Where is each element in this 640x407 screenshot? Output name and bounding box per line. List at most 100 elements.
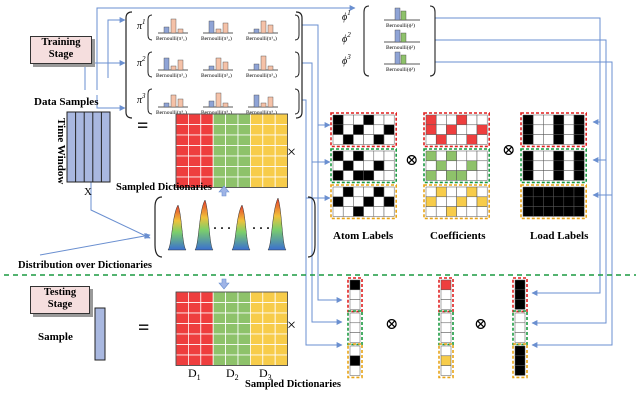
- label-cell: [543, 206, 554, 217]
- dictionary-cell: [212, 134, 226, 146]
- bern-bar: [177, 28, 184, 34]
- label-cell: [573, 186, 585, 198]
- label-cell: [446, 196, 457, 207]
- group-dashed-border: [423, 184, 490, 220]
- dictionary-cell: [175, 302, 189, 314]
- phi-bar: [400, 54, 407, 65]
- label-cell: [476, 186, 488, 198]
- dictionary-cell: [200, 124, 214, 136]
- label-cell: [383, 196, 395, 207]
- label-cell: [543, 134, 554, 145]
- label-cell: [373, 206, 385, 217]
- pi-brace-left: [125, 11, 133, 119]
- pi-row-brace: [294, 14, 300, 41]
- dictionary-cell: [212, 333, 226, 345]
- label-cell: [383, 150, 395, 162]
- dictionary-cell: [237, 323, 251, 335]
- vector-cell: [349, 312, 361, 324]
- vector-cell: [440, 279, 452, 291]
- dictionary-cell: [237, 113, 251, 125]
- dictionary-cell: [249, 176, 264, 188]
- vector-cell: [440, 332, 452, 343]
- training-stage-line2: Stage: [48, 49, 74, 60]
- label-cell: [466, 150, 478, 162]
- vector-cell: [514, 322, 526, 333]
- dictionary-cell: [274, 344, 289, 356]
- times-bottom: ×: [287, 317, 296, 334]
- label-cell: [383, 206, 395, 217]
- label-cell: [456, 134, 468, 145]
- group-dashed-border: [438, 310, 454, 346]
- bern-label: Bernoulli(π²₃): [246, 72, 277, 79]
- label-cell: [373, 150, 385, 162]
- phi-symbol: ϕ1: [342, 9, 351, 23]
- dictionary-cell: [187, 124, 202, 136]
- label-cell: [456, 170, 468, 181]
- label-cell: [573, 134, 585, 145]
- dictionary-cell: [274, 113, 289, 125]
- bern-bar: [260, 20, 267, 34]
- dictionary-cell: [274, 166, 289, 178]
- dictionary-cell: [212, 344, 226, 356]
- dots-label-2: · · ·: [252, 221, 270, 235]
- label-cell: [563, 170, 575, 181]
- dictionary-cell: [200, 155, 214, 167]
- equals-bottom: =: [138, 317, 149, 339]
- dictionary-cell: [212, 291, 226, 303]
- bern-label: Bernoulli(π¹₂): [201, 35, 232, 42]
- label-cell: [573, 150, 585, 162]
- label-cell: [476, 170, 488, 181]
- dictionary-cell: [274, 312, 289, 324]
- label-cell: [425, 150, 437, 162]
- otimes-top-1: ⊗: [405, 152, 418, 169]
- label-cell: [373, 160, 385, 171]
- label-cell: [446, 186, 457, 198]
- pi-symbol: π2: [137, 55, 146, 69]
- bern-bar: [163, 57, 170, 71]
- phi-brace-left: [363, 5, 370, 77]
- bern-bar: [208, 20, 215, 34]
- phi-bar: [400, 10, 407, 21]
- pi-row-brace: [294, 51, 300, 78]
- vector-cell: [440, 322, 452, 333]
- pi-row: π3Bernoulli(π³₁)Bernoulli(π³₂)Bernoulli(…: [137, 88, 300, 116]
- vector-cell: [514, 345, 526, 357]
- pi-symbol: π3: [137, 92, 146, 106]
- label-cell: [435, 124, 447, 135]
- label-cell: [383, 124, 395, 135]
- label-cell: [543, 114, 554, 126]
- label-cell: [446, 150, 457, 162]
- dictionary-cell: [225, 145, 239, 157]
- label-cell: [476, 196, 488, 207]
- dictionary-cell: [225, 302, 239, 314]
- connector-lines: [39, 5, 613, 348]
- dictionary-cell: [249, 113, 264, 125]
- vector-cell: [440, 312, 452, 324]
- dictionary-cell: [175, 333, 189, 345]
- label-cell: [563, 196, 575, 207]
- bern-bar: [253, 63, 260, 71]
- dictionary-cell: [237, 354, 251, 366]
- pi-parameters: π1Bernoulli(π¹₁)Bernoulli(π¹₂)Bernoulli(…: [125, 11, 303, 119]
- group-dashed-border: [512, 310, 528, 346]
- pi-symbol: π1: [137, 18, 146, 32]
- bern-bar: [208, 100, 215, 108]
- bern-bar: [222, 61, 229, 71]
- bern-label: Bernoulli(π²₂): [201, 72, 232, 79]
- label-cell: [435, 114, 447, 126]
- otimes-bottom-2: ⊗: [474, 316, 487, 333]
- label-cell: [446, 114, 457, 126]
- dictionary-cell: [200, 312, 214, 324]
- bern-bar: [170, 65, 177, 71]
- vector-cell: [440, 345, 452, 357]
- dictionary-cell: [262, 312, 276, 324]
- label-cell: [476, 134, 488, 145]
- label-cell: [553, 196, 565, 207]
- vector-cell: [349, 279, 361, 291]
- dictionary-cell: [249, 291, 264, 303]
- dictionary-cell: [225, 124, 239, 136]
- bern-bar: [177, 59, 184, 71]
- dictionary-cell: [249, 312, 264, 324]
- label-cell: [332, 150, 344, 162]
- group-dashed-border: [347, 310, 363, 346]
